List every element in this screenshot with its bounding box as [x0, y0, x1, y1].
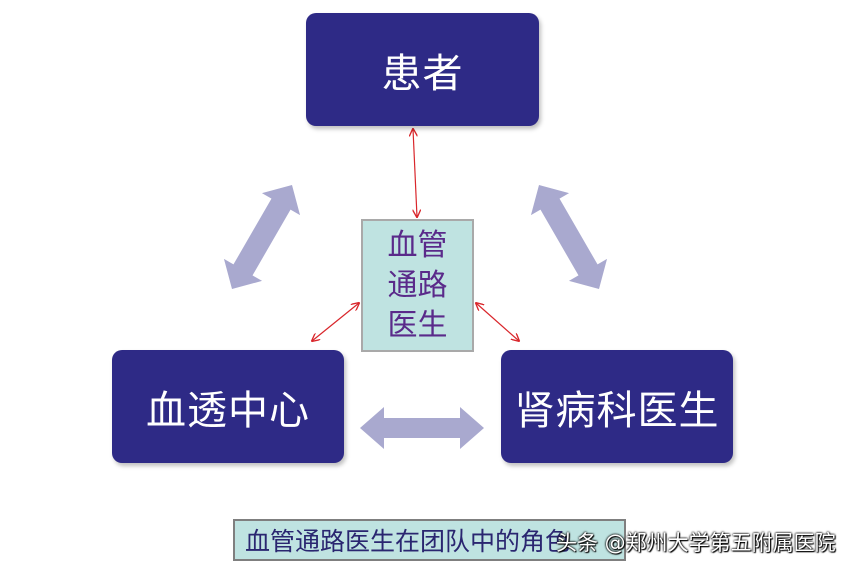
node-nephrologist-label: 肾病科医生: [514, 387, 720, 434]
node-vascular-access-doctor: 血管 通路 医生: [361, 219, 474, 352]
thin-arrow-center-nephrologist: [476, 303, 519, 341]
double-arrow-dialysis-nephrologist: [360, 407, 484, 449]
center-label-line-1: 血管: [387, 228, 448, 263]
node-dialysis-center: 血透中心: [112, 350, 344, 463]
node-nephrologist: 肾病科医生: [501, 350, 733, 463]
node-dialysis-center-label: 血透中心: [146, 387, 310, 434]
thin-arrow-center-patient: [413, 129, 417, 217]
thin-arrow-center-dialysis: [312, 303, 359, 341]
center-label-line-3: 医生: [387, 308, 448, 343]
caption-box: 血管通路医生在团队中的角色: [233, 519, 626, 561]
double-arrow-patient-nephrologist: [530, 185, 608, 289]
center-label-line-2: 通路: [387, 268, 448, 303]
node-patient-label: 患者: [381, 50, 464, 97]
double-arrow-patient-dialysis: [223, 185, 301, 289]
node-patient: 患者: [306, 13, 539, 126]
watermark: 头条 @郑州大学第五附属医院: [556, 531, 836, 555]
caption-text: 血管通路医生在团队中的角色: [245, 527, 571, 556]
